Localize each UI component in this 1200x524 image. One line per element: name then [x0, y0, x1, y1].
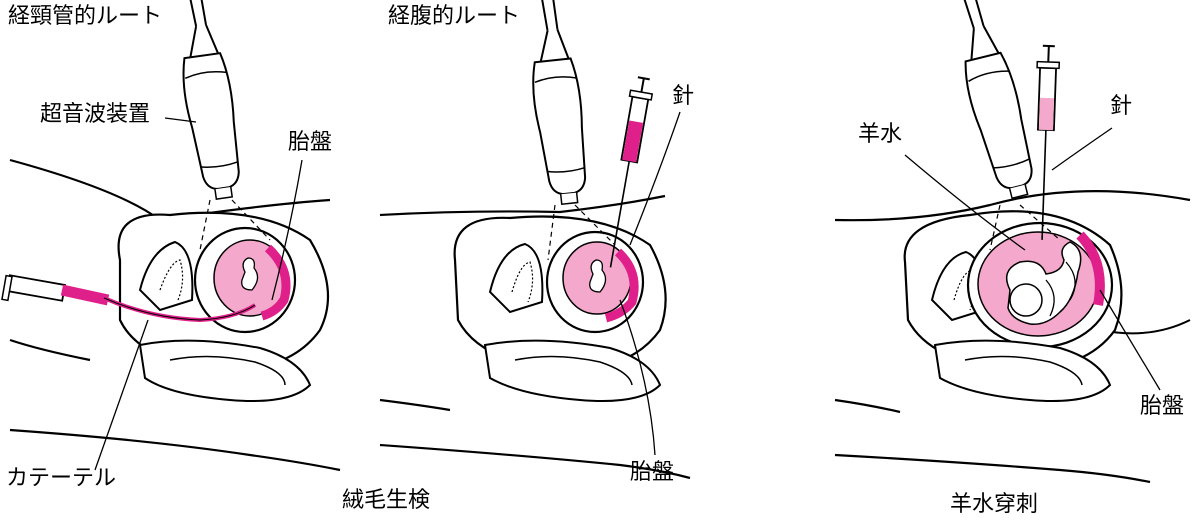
- panel-transcervical: [1, 0, 341, 472]
- label-placenta-2: 胎盤: [630, 460, 675, 485]
- label-transcervical-route: 経頸管的ルート: [8, 4, 163, 29]
- label-transabdominal-route: 経腹的ルート: [388, 4, 521, 29]
- label-ultrasound-probe: 超音波装置: [40, 102, 151, 127]
- label-amniotic-fluid: 羊水: [858, 122, 903, 147]
- panel-amniocentesis: [834, 0, 1191, 484]
- label-placenta-3: 胎盤: [1140, 394, 1185, 419]
- caption-cvs: 絨毛生検: [342, 488, 431, 513]
- label-needle-2: 針: [1110, 94, 1133, 119]
- label-needle-1: 針: [672, 84, 695, 109]
- caption-amniocentesis: 羊水穿刺: [950, 492, 1039, 517]
- label-placenta-1: 胎盤: [288, 130, 333, 155]
- panel-transabdominal: [379, 0, 691, 480]
- label-catheter: カテーテル: [6, 466, 117, 491]
